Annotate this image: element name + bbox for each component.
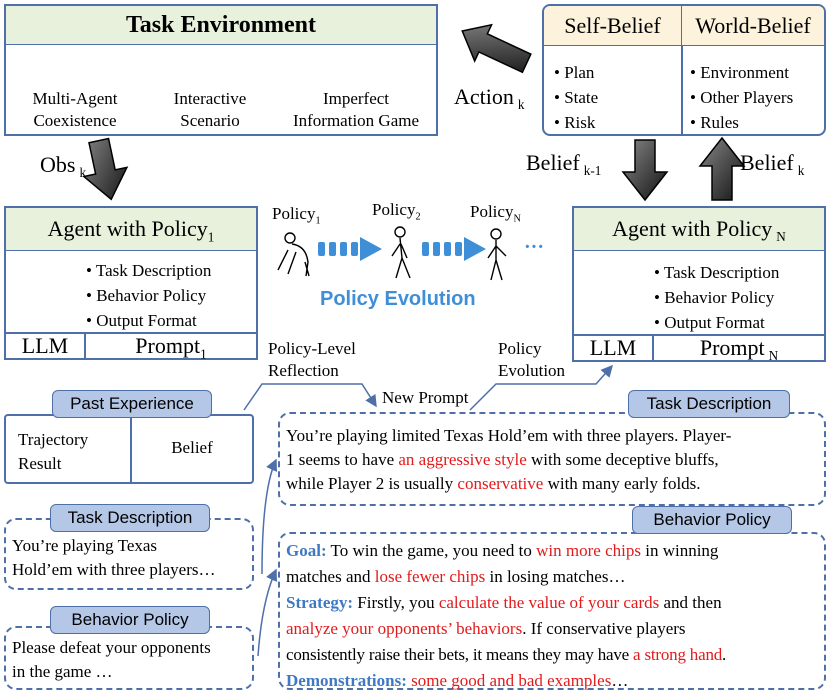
task-environment-title: Task Environment xyxy=(6,6,436,45)
behavior-small-line2: in the game … xyxy=(12,662,113,681)
world-belief-title: World-Belief xyxy=(682,6,824,46)
agent1-title: Agent with Policy1 xyxy=(6,208,256,251)
agentN-llm-label: LLM xyxy=(589,335,637,360)
behavior-small-box: Please defeat your opponents in the game… xyxy=(4,626,254,690)
goal-line2: matches and lose fewer chips in losing m… xyxy=(286,567,626,586)
behavior-connector xyxy=(257,568,278,657)
belief-box: Self-Belief World-Belief • Plan • State … xyxy=(542,4,826,136)
behavior-small-pill: Behavior Policy xyxy=(50,606,210,634)
self-belief-list: • Plan • State • Risk xyxy=(554,63,599,132)
self-belief-title: Self-Belief xyxy=(544,6,682,46)
policy2-label: Policy2 xyxy=(372,200,421,223)
task-desc-big-line1: You’re playing limited Texas Hold’em wit… xyxy=(286,426,732,445)
task-desc-big-line3: while Player 2 is usually conservative w… xyxy=(286,474,701,493)
imperfect-info-label: Imperfect Information Game xyxy=(292,89,420,130)
evolution-arrows-icon xyxy=(318,237,486,261)
ape-figure-icon xyxy=(277,232,310,277)
agent1-items: • Task Description • Behavior Policy • O… xyxy=(86,261,212,330)
action-arrow-icon xyxy=(461,23,532,74)
behavior-big-box: Goal: To win the game, you need to win m… xyxy=(278,532,826,690)
behavior-small-line1: Please defeat your opponents xyxy=(12,638,211,657)
task-desc-small-pill: Task Description xyxy=(50,504,210,532)
evolution-flow-label: Policy Evolution xyxy=(498,339,566,380)
past-experience-box: Trajectory Result Belief xyxy=(4,414,254,484)
interactive-scenario-label: Interactive Scenario xyxy=(173,89,247,130)
task-desc-big-pill: Task Description xyxy=(628,390,790,418)
demonstrations-line: Demonstrations: some good and bad exampl… xyxy=(286,671,629,690)
reflection-label: Policy-Level Reflection xyxy=(268,339,356,380)
world-belief-list: • Environment • Other Players • Rules xyxy=(690,63,794,132)
evolution-connector xyxy=(469,364,613,411)
policyN-label: PolicyN xyxy=(470,202,521,225)
ellipsis-dots: ··· xyxy=(524,236,545,258)
agentN-items: • Task Description • Behavior Policy • O… xyxy=(654,263,780,332)
task-desc-connector xyxy=(261,458,278,575)
strategy-line3: consistently raise their bets, it means … xyxy=(286,645,727,664)
behavior-big-pill: Behavior Policy xyxy=(632,506,792,534)
policy1-label: Policy1 xyxy=(272,204,321,227)
strategy-line2: analyze your opponents’ behaviors. If co… xyxy=(286,619,686,638)
belief-divider xyxy=(681,46,683,134)
multi-agent-label: Multi-Agent Coexistence xyxy=(32,89,118,130)
past-experience-pill: Past Experience xyxy=(52,390,212,418)
modern-human-figure-icon xyxy=(487,228,507,281)
reflection-connector xyxy=(243,383,377,411)
agent1-box: Agent with Policy1 • Task Description • … xyxy=(4,206,258,361)
task-desc-small-line1: You’re playing Texas xyxy=(12,536,158,555)
agent1-llm-label: LLM xyxy=(21,333,69,358)
belief-cell-label: Belief xyxy=(171,438,213,457)
goal-line1: Goal: To win the game, you need to win m… xyxy=(286,541,719,560)
obs-arrow-icon xyxy=(82,137,129,201)
agent1-prompt-label: Prompt1 xyxy=(135,333,207,362)
task-desc-big-line2: 1 seems to have an aggressive style with… xyxy=(286,450,719,469)
task-desc-small-line2: Hold’em with three players… xyxy=(12,560,216,579)
belief-next-arrow-icon xyxy=(698,136,746,201)
task-desc-big-box: You’re playing limited Texas Hold’em wit… xyxy=(278,412,826,506)
task-environment-box: Task Environment Multi-Agent Coexistence… xyxy=(4,4,438,136)
policy-evolution-title: Policy Evolution xyxy=(320,288,476,310)
belief-prev-arrow-icon xyxy=(621,139,669,202)
early-human-figure-icon xyxy=(391,226,411,279)
strategy-line1: Strategy: Firstly, you calculate the val… xyxy=(286,593,722,612)
trajectory-result-label: Trajectory Result xyxy=(18,430,89,473)
new-prompt-label: New Prompt xyxy=(382,388,469,407)
